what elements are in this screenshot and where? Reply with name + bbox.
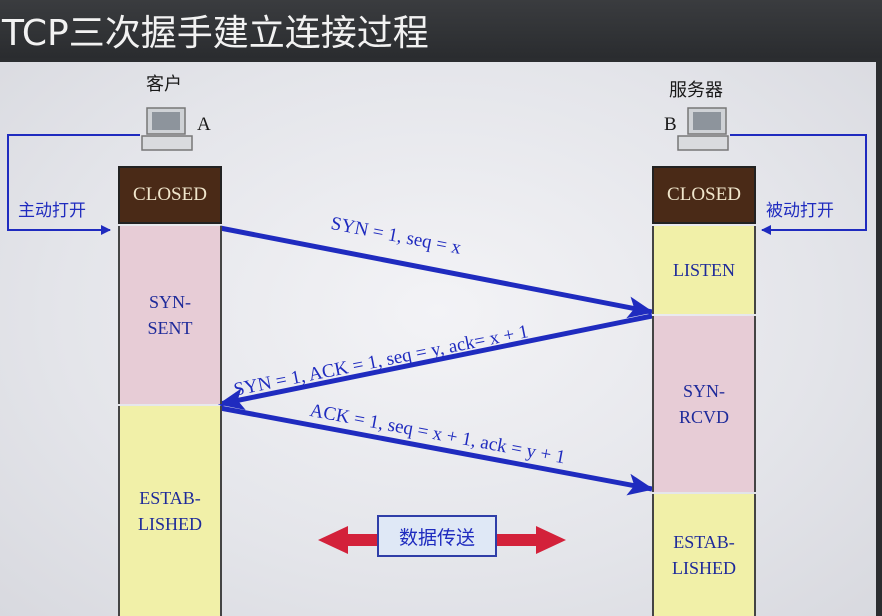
active-open-line <box>7 134 140 235</box>
server-label: 服务器 <box>669 80 723 101</box>
slide-title-bar: TCP三次握手建立连接过程 <box>0 0 882 58</box>
server-letter: B <box>664 114 677 135</box>
server-state-closed: CLOSED <box>652 166 756 224</box>
server-computer-icon <box>677 107 729 151</box>
syn-ack-arrow <box>218 313 653 410</box>
server-state-syn-rcvd: SYN- RCVD <box>652 316 756 492</box>
active-open-label: 主动打开 <box>18 201 86 221</box>
passive-open-line <box>730 134 867 235</box>
data-transfer-arrow <box>318 526 566 554</box>
passive-open-label: 被动打开 <box>766 201 834 221</box>
slide-body: 客户 A 服务器 B 主动打开 被动打开 CLOSED SYN- SENT ES… <box>0 62 876 616</box>
syn-arrow <box>219 225 654 319</box>
client-computer-icon <box>141 107 193 151</box>
client-state-closed: CLOSED <box>118 166 222 224</box>
client-state-syn-sent: SYN- SENT <box>118 226 222 404</box>
ack-arrow <box>219 405 654 496</box>
data-transfer-label: 数据传送 <box>377 515 497 557</box>
client-label: 客户 <box>146 74 182 95</box>
diagram-lines <box>7 107 867 554</box>
slide-title: TCP三次握手建立连接过程 <box>2 13 429 54</box>
client-state-established: ESTAB- LISHED <box>118 406 222 616</box>
server-state-listen: LISTEN <box>652 226 756 314</box>
client-letter: A <box>197 114 211 135</box>
server-state-established: ESTAB- LISHED <box>652 494 756 616</box>
